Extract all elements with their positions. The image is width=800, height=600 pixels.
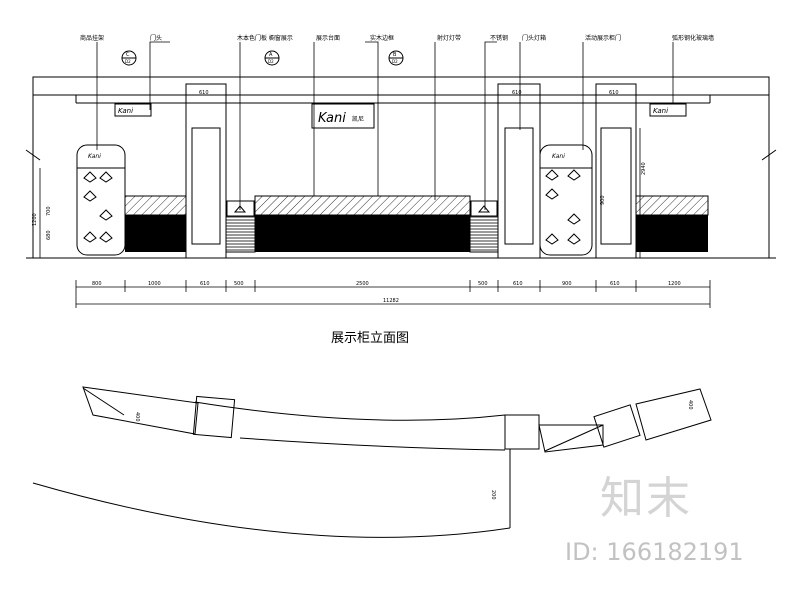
svg-text:门头: 门头 xyxy=(150,34,162,42)
top-labels: 商品挂架 门头 木本色门板 橱窗展示 展示台面 实木边框 射灯灯带 不锈钢 门头… xyxy=(80,34,714,42)
svg-text:900: 900 xyxy=(562,281,572,287)
svg-text:射灯灯带: 射灯灯带 xyxy=(437,34,461,42)
leader-lines xyxy=(96,41,674,210)
svg-text:500: 500 xyxy=(478,281,488,287)
pillar-left xyxy=(185,83,227,259)
svg-text:D2: D2 xyxy=(125,59,131,64)
svg-text:展示台面: 展示台面 xyxy=(316,34,340,42)
total-dim: 11282 xyxy=(383,298,399,304)
display-cabinet-left xyxy=(76,144,126,256)
svg-text:700: 700 xyxy=(46,206,52,216)
svg-text:1000: 1000 xyxy=(148,281,161,287)
watermark-logo: 知末 xyxy=(600,473,692,524)
svg-text:610: 610 xyxy=(513,281,523,287)
brand-mark: Kani xyxy=(318,111,346,126)
elevation-frame xyxy=(25,76,777,259)
svg-text:200: 200 xyxy=(490,490,496,500)
brand-box-right: Kani xyxy=(649,103,687,117)
svg-text:2500: 2500 xyxy=(356,281,369,287)
pillar-mark-2: 610 xyxy=(512,90,522,96)
svg-text:1200: 1200 xyxy=(32,213,38,226)
pillar-right xyxy=(595,83,637,259)
bottom-dims: 800 1000 610 500 2500 500 610 900 610 12… xyxy=(92,281,681,304)
svg-text:木本色门板 橱窗展示: 木本色门板 橱窗展示 xyxy=(237,34,293,42)
plan-dims: 400 200 400 xyxy=(134,400,693,500)
watermark-id: ID: 166182191 xyxy=(565,538,744,566)
callout-c: C D2 xyxy=(121,50,137,66)
pillar-mark-3: 610 xyxy=(609,90,619,96)
pillar-center xyxy=(497,83,541,259)
svg-text:500: 500 xyxy=(234,281,244,287)
svg-text:610: 610 xyxy=(200,281,210,287)
svg-text:实木边框: 实木边框 xyxy=(370,34,394,42)
brand-box-left: Kani xyxy=(114,103,152,117)
svg-text:B: B xyxy=(393,52,397,58)
brand-sub: 凯尼 xyxy=(352,115,364,123)
svg-text:A: A xyxy=(269,52,273,58)
svg-text:D2: D2 xyxy=(392,59,398,64)
svg-text:610: 610 xyxy=(610,281,620,287)
svg-text:800: 800 xyxy=(92,281,102,287)
svg-text:400: 400 xyxy=(687,400,693,410)
svg-text:Kani: Kani xyxy=(653,107,668,115)
side-dims: 700 680 1200 2940 900 xyxy=(32,162,647,240)
plan-view xyxy=(32,386,712,538)
svg-text:1200: 1200 xyxy=(668,281,681,287)
cabinet-brand-left: Kani xyxy=(88,153,101,160)
svg-text:D2: D2 xyxy=(268,59,274,64)
svg-text:900: 900 xyxy=(600,195,606,205)
counter-band xyxy=(124,195,709,253)
dimension-lines xyxy=(39,128,711,308)
svg-text:活动展示柜门: 活动展示柜门 xyxy=(585,34,621,42)
svg-text:2940: 2940 xyxy=(641,162,647,175)
svg-text:680: 680 xyxy=(46,230,52,240)
svg-text:400: 400 xyxy=(134,412,140,422)
svg-text:弧形钢化玻璃墙: 弧形钢化玻璃墙 xyxy=(672,34,714,42)
drawing-title: 展示柜立面图 xyxy=(330,331,409,346)
brand-box-center: Kani 凯尼 xyxy=(311,103,375,129)
cabinet-brand-right: Kani xyxy=(552,153,565,160)
svg-text:Kani: Kani xyxy=(118,107,133,115)
svg-text:C: C xyxy=(126,52,130,58)
svg-text:不锈钢: 不锈钢 xyxy=(490,34,508,42)
callout-b: B D2 xyxy=(388,50,404,66)
pillar-mark-1: 610 xyxy=(199,90,209,96)
callout-a: A D2 xyxy=(264,50,280,66)
svg-text:商品挂架: 商品挂架 xyxy=(80,34,104,42)
display-cabinet-right xyxy=(539,144,593,256)
svg-text:门头灯箱: 门头灯箱 xyxy=(522,34,546,42)
